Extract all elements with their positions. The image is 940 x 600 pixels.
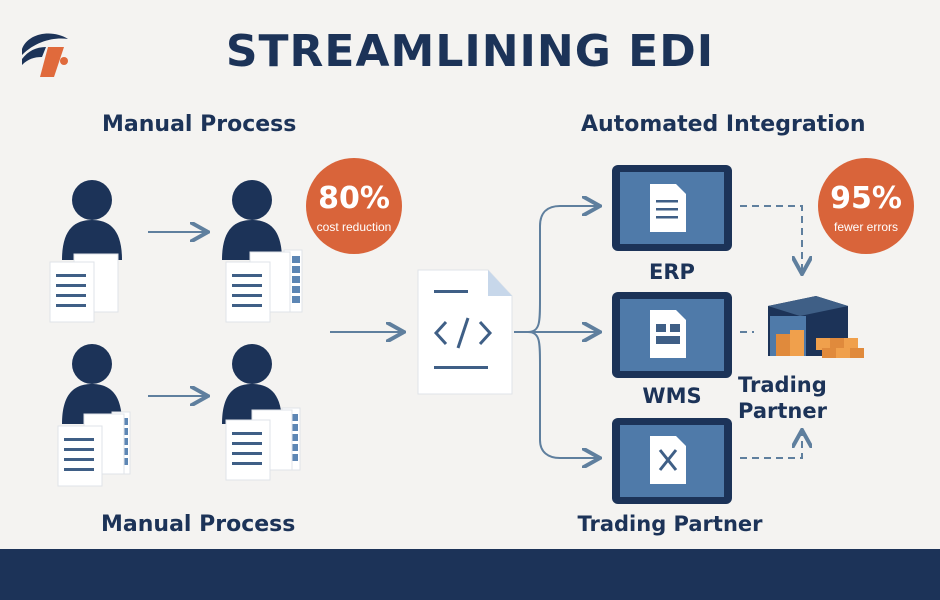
cost-reduction-badge: 80% cost reduction (306, 158, 402, 254)
cost-reduction-caption: cost reduction (316, 220, 392, 234)
document-icon (225, 249, 303, 323)
document-icon (49, 253, 119, 323)
document-icon (57, 411, 131, 487)
trading-partner-label-line1: Trading (738, 373, 827, 397)
dashed-connectors (740, 205, 802, 459)
page-title: STREAMLINING EDI (225, 26, 715, 77)
brand-logo-icon (22, 33, 68, 77)
document-icon (225, 407, 301, 481)
fewer-errors-badge: 95% fewer errors (818, 158, 914, 254)
manual-process-label-top: Manual Process (102, 112, 297, 137)
erp-label: ERP (649, 260, 695, 284)
manual-process-label-bottom: Manual Process (101, 512, 296, 537)
footer-bar (0, 549, 940, 600)
trading-partner-label-line2: Partner (738, 399, 827, 423)
automated-integration-label: Automated Integration (581, 112, 866, 137)
monitor-icon (612, 292, 732, 378)
person-icon (222, 180, 282, 260)
wms-label: WMS (642, 384, 702, 408)
fewer-errors-caption: fewer errors (833, 220, 898, 234)
fewer-errors-value: 95% (830, 181, 902, 216)
warehouse-icon (768, 296, 864, 358)
cost-reduction-value: 80% (318, 181, 390, 216)
monitor-icon (612, 418, 732, 504)
monitor-icon (612, 165, 732, 251)
code-document-icon (417, 269, 513, 395)
branch-arrows (514, 206, 598, 458)
trading-partner-warehouse-label: Trading Partner (738, 372, 827, 424)
trading-partner-label: Trading Partner (577, 512, 763, 536)
person-icon (62, 180, 122, 260)
